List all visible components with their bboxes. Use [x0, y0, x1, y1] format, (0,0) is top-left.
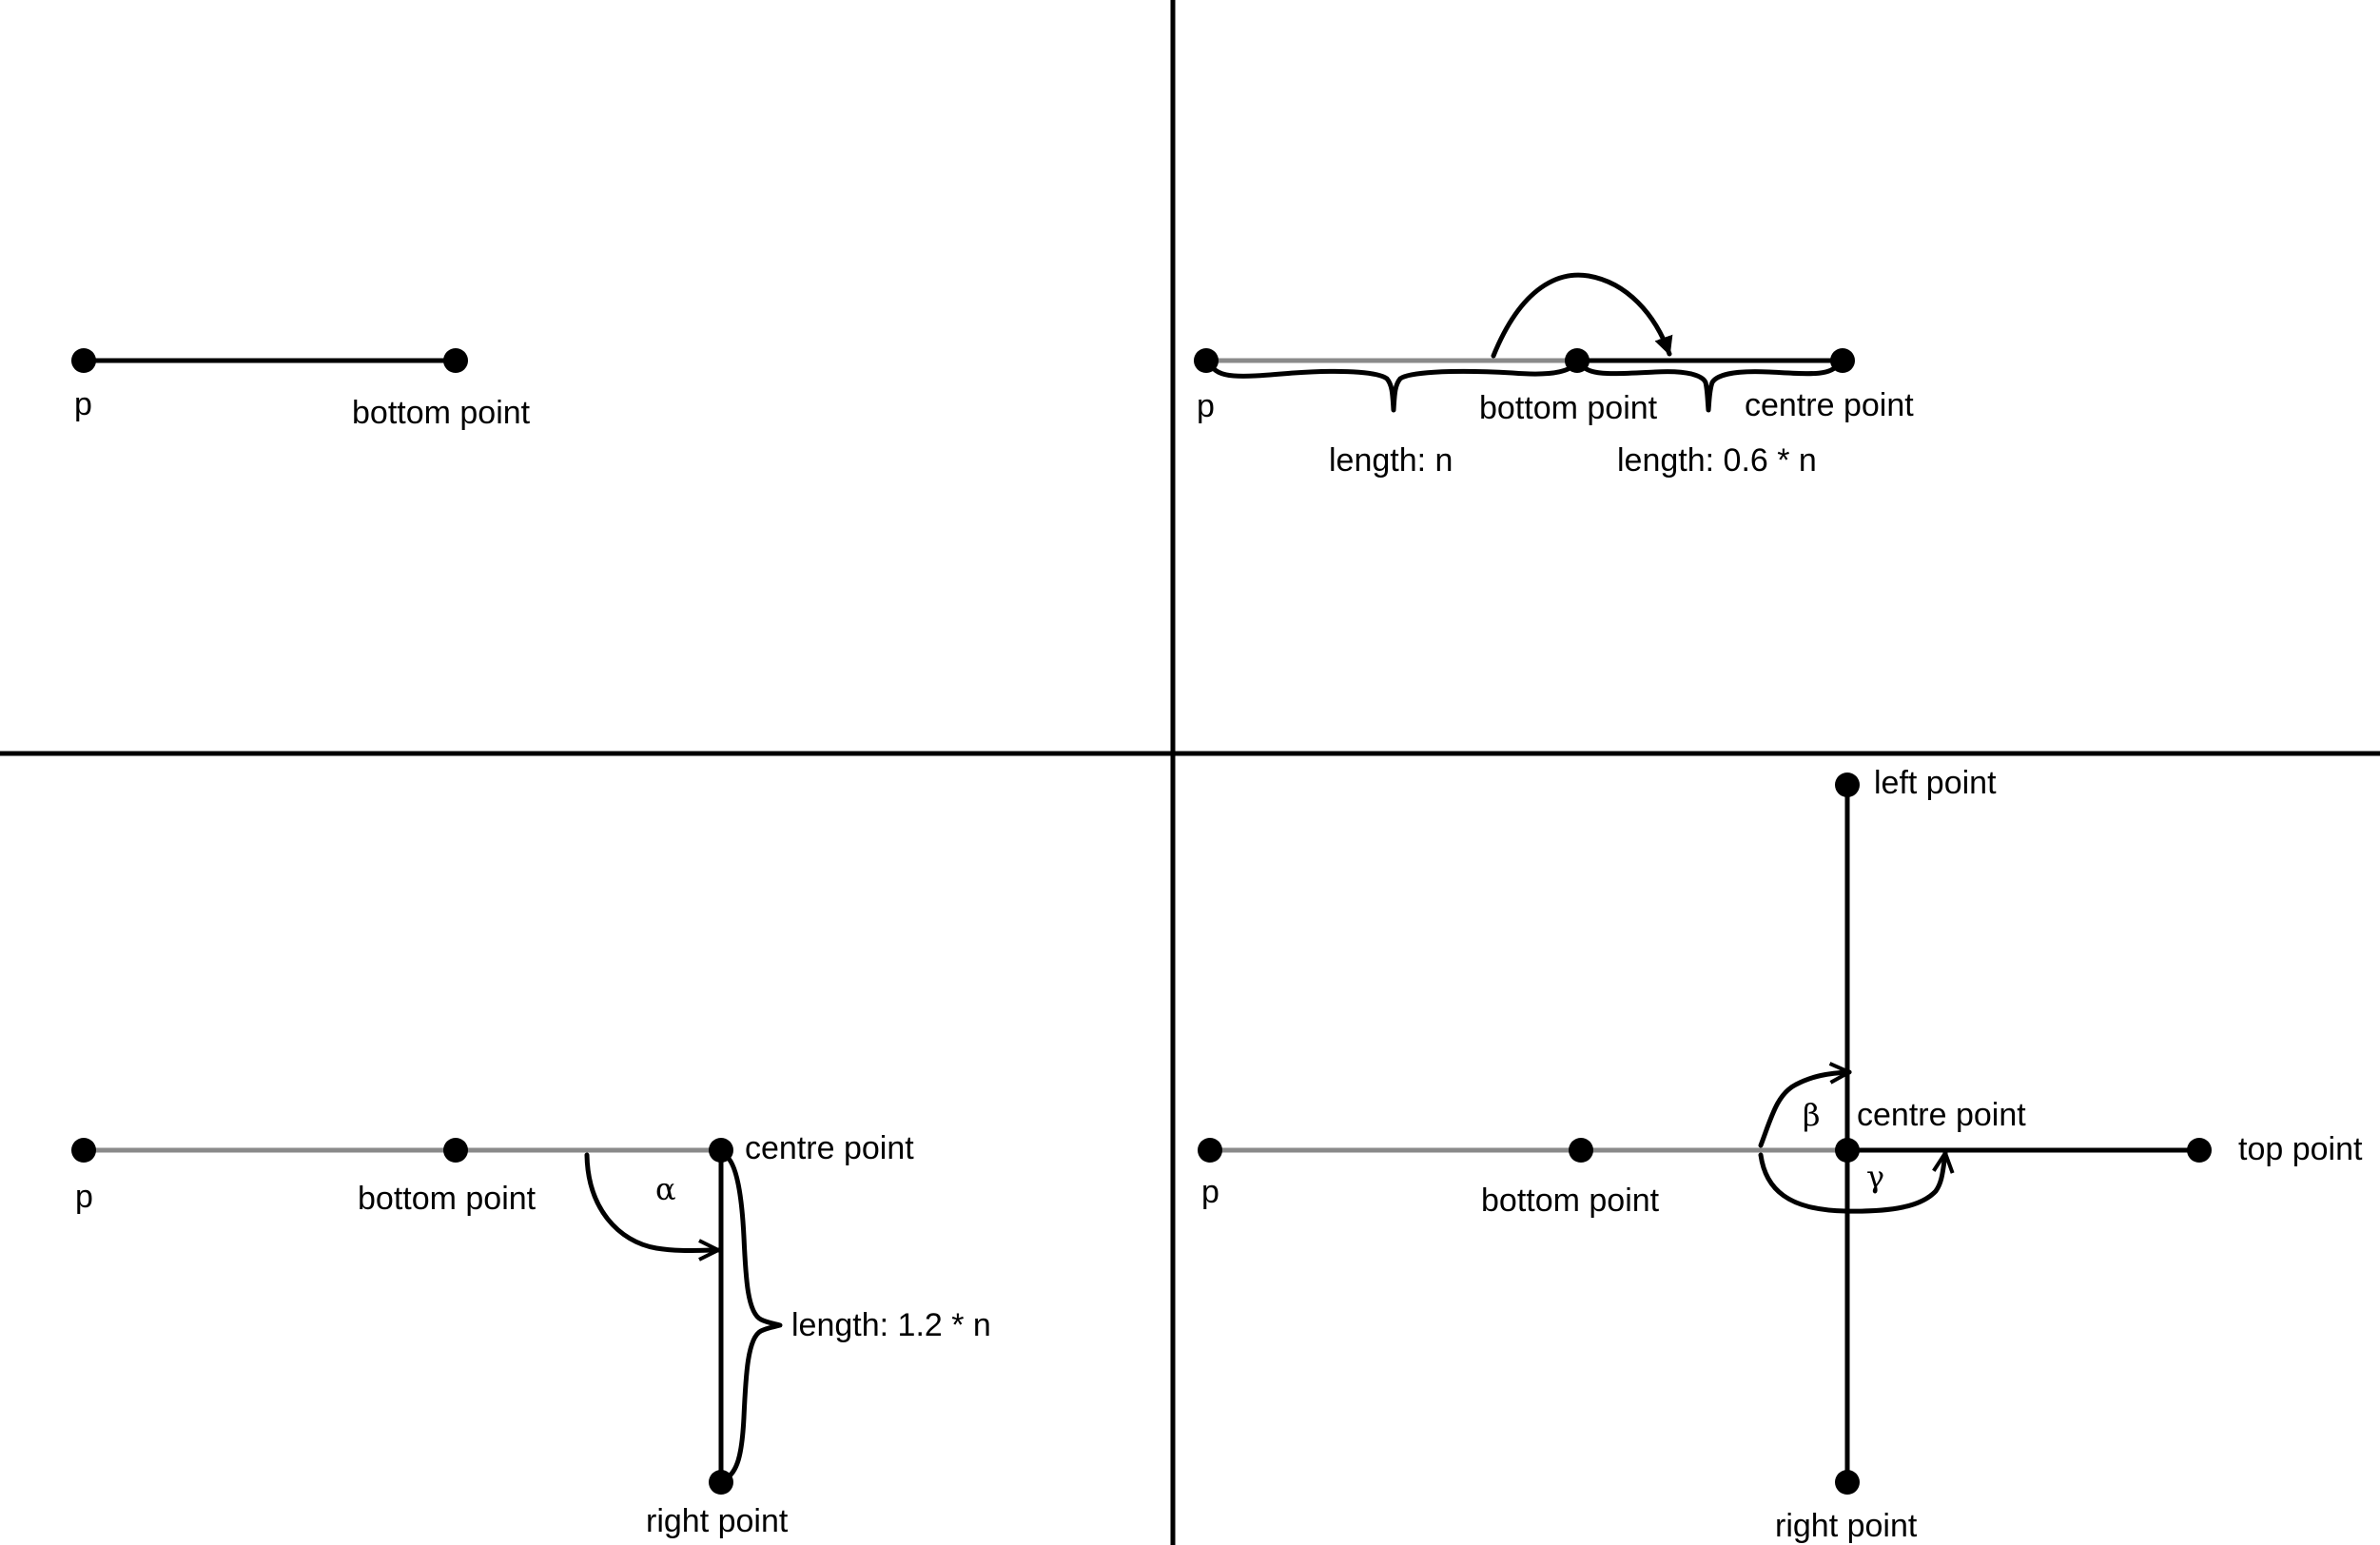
label-bottom-point: bottom point — [352, 395, 531, 431]
point-p — [71, 1138, 96, 1163]
angle-alpha-arrow — [584, 1152, 718, 1251]
label-p: p — [1201, 1174, 1219, 1210]
point-right — [1835, 1470, 1860, 1495]
point-p — [1198, 1138, 1222, 1163]
label-length-06n: length: 0.6 * n — [1617, 442, 1817, 479]
move-arrow — [1491, 272, 1673, 359]
label-right-point: right point — [646, 1503, 789, 1539]
panel-1: p bottom point — [71, 348, 531, 431]
point-top — [2187, 1138, 2212, 1163]
label-bottom-point: bottom point — [358, 1181, 536, 1217]
label-beta: β — [1803, 1097, 1821, 1133]
label-centre-point: centre point — [1745, 387, 1914, 423]
point-bottom — [1565, 348, 1590, 373]
label-bottom-point: bottom point — [1479, 390, 1658, 426]
point-bottom — [443, 1138, 468, 1163]
point-centre — [1835, 1138, 1860, 1163]
brace-length-n — [1207, 361, 1580, 413]
brace-length-06n — [1578, 361, 1842, 413]
label-alpha: α — [655, 1171, 676, 1207]
point-centre — [709, 1138, 733, 1163]
angle-gamma-arrow — [1758, 1153, 1945, 1214]
point-centre — [1830, 348, 1855, 373]
point-right — [709, 1470, 733, 1495]
point-p — [71, 348, 96, 373]
label-right-point: right point — [1775, 1508, 1918, 1544]
panel-3: p bottom point centre point right point … — [71, 1130, 991, 1539]
label-bottom-point: bottom point — [1481, 1183, 1660, 1219]
brace-length-12n — [722, 1152, 783, 1482]
panel-4: p bottom point centre point left point r… — [1198, 765, 2363, 1544]
label-p: p — [75, 1179, 93, 1215]
panel-2: p bottom point centre point length: n le… — [1194, 272, 1914, 479]
label-length-n: length: n — [1329, 442, 1453, 479]
label-p: p — [74, 386, 92, 422]
label-centre-point: centre point — [745, 1130, 914, 1166]
point-bottom — [1569, 1138, 1593, 1163]
label-centre-point: centre point — [1857, 1097, 2026, 1133]
label-length-12n: length: 1.2 * n — [791, 1307, 991, 1343]
point-left — [1835, 772, 1860, 797]
label-left-point: left point — [1874, 765, 1997, 801]
point-p — [1194, 348, 1219, 373]
label-p: p — [1197, 388, 1215, 424]
point-bottom — [443, 348, 468, 373]
label-gamma: γ — [1866, 1159, 1884, 1195]
label-top-point: top point — [2238, 1131, 2363, 1167]
angle-beta-arrow — [1758, 1072, 1849, 1148]
